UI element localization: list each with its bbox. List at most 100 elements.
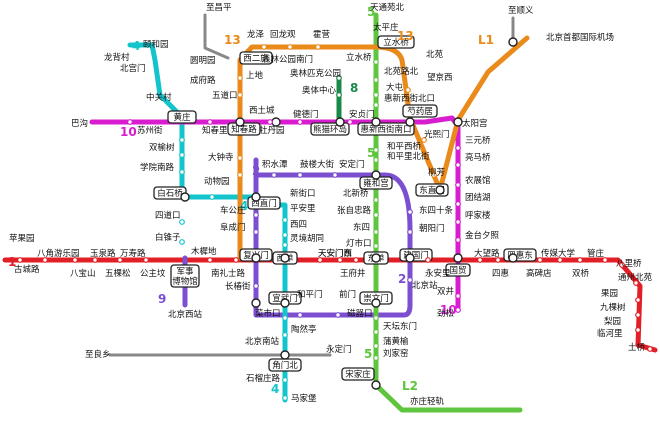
transfer-station[interactable]: 国贸 <box>445 263 471 277</box>
station-dot[interactable] <box>495 257 501 263</box>
station-dot[interactable] <box>373 59 379 65</box>
station-dot[interactable] <box>253 229 259 235</box>
station-dot[interactable] <box>72 257 78 263</box>
station-dot[interactable] <box>332 172 338 178</box>
station-dot[interactable] <box>373 102 379 108</box>
station-dot[interactable] <box>317 257 323 263</box>
transfer-station[interactable]: 立水桥 <box>377 35 415 49</box>
station-dot[interactable] <box>261 44 267 50</box>
station-dot[interactable] <box>179 219 185 225</box>
station-dot[interactable] <box>297 312 303 318</box>
station-dot[interactable] <box>282 242 288 248</box>
station-dot[interactable] <box>455 237 461 243</box>
interchange-dot[interactable] <box>251 298 261 308</box>
station-dot[interactable] <box>373 212 379 218</box>
station-dot[interactable] <box>633 280 639 286</box>
station-dot[interactable] <box>337 257 343 263</box>
interchange-dot[interactable] <box>405 253 415 263</box>
transfer-station[interactable]: 角门北 <box>268 358 302 372</box>
station-dot[interactable] <box>477 257 483 263</box>
station-dot[interactable] <box>373 243 379 249</box>
interchange-dot[interactable] <box>435 185 445 195</box>
interchange-dot[interactable] <box>280 253 290 263</box>
station-dot[interactable] <box>179 169 185 175</box>
station-dot[interactable] <box>282 315 288 321</box>
interchange-dot[interactable] <box>508 37 518 47</box>
station-dot[interactable] <box>143 257 149 263</box>
station-dot[interactable] <box>373 343 379 349</box>
station-dot[interactable] <box>373 229 379 235</box>
station-dot[interactable] <box>373 197 379 203</box>
station-dot[interactable] <box>282 217 288 223</box>
station-dot[interactable] <box>207 257 213 263</box>
station-dot[interactable] <box>282 377 288 383</box>
transfer-station[interactable]: 知春路 <box>227 122 261 136</box>
interchange-dot[interactable] <box>271 117 281 127</box>
station-dot[interactable] <box>297 119 303 125</box>
station-dot[interactable] <box>455 293 461 299</box>
station-dot[interactable] <box>373 315 379 321</box>
station-dot[interactable] <box>287 44 293 50</box>
station-dot[interactable] <box>455 182 461 188</box>
station-dot[interactable] <box>271 172 277 178</box>
station-dot[interactable] <box>237 92 243 98</box>
station-dot[interactable] <box>353 257 359 263</box>
station-dot[interactable] <box>537 257 543 263</box>
station-dot[interactable] <box>347 119 353 125</box>
station-dot[interactable] <box>233 257 239 263</box>
station-dot[interactable] <box>635 312 641 318</box>
interchange-dot[interactable] <box>251 253 261 263</box>
interchange-dot[interactable] <box>371 117 381 127</box>
station-dot[interactable] <box>335 312 341 318</box>
interchange-dot[interactable] <box>453 117 463 127</box>
station-dot[interactable] <box>282 332 288 338</box>
station-dot[interactable] <box>237 75 243 81</box>
station-dot[interactable] <box>373 92 379 98</box>
interchange-dot[interactable] <box>335 117 345 127</box>
station-dot[interactable] <box>455 219 461 225</box>
station-dot[interactable] <box>619 262 625 268</box>
station-dot[interactable] <box>253 283 259 289</box>
station-dot[interactable] <box>455 145 461 151</box>
interchange-dot[interactable] <box>405 117 415 127</box>
interchange-dot[interactable] <box>453 253 463 263</box>
station-dot[interactable] <box>401 67 407 73</box>
station-dot[interactable] <box>577 257 583 263</box>
station-dot[interactable] <box>425 257 431 263</box>
station-dot[interactable] <box>209 194 215 200</box>
station-dot[interactable] <box>297 172 303 178</box>
transfer-station[interactable]: 黄庄 <box>167 110 197 124</box>
station-dot[interactable] <box>602 257 608 263</box>
station-dot[interactable] <box>647 346 653 352</box>
station-dot[interactable] <box>407 277 413 283</box>
transfer-station[interactable]: 宋家庄 <box>341 367 375 381</box>
interchange-dot[interactable] <box>371 380 381 390</box>
interchange-dot[interactable] <box>180 192 190 202</box>
station-dot[interactable] <box>253 212 259 218</box>
station-dot[interactable] <box>431 172 437 178</box>
transfer-station[interactable]: 芍药居 <box>402 104 438 118</box>
interchange-dot[interactable] <box>371 253 381 263</box>
station-dot[interactable] <box>237 155 243 161</box>
interchange-dot[interactable] <box>251 192 261 202</box>
station-dot[interactable] <box>42 257 48 263</box>
station-dot[interactable] <box>92 257 98 263</box>
interchange-dot[interactable] <box>280 298 290 308</box>
interchange-dot[interactable] <box>235 117 245 127</box>
interchange-dot[interactable] <box>280 350 290 360</box>
station-dot[interactable] <box>267 119 273 125</box>
station-dot[interactable] <box>117 257 123 263</box>
station-dot[interactable] <box>336 92 342 98</box>
station-dot[interactable] <box>557 257 563 263</box>
transfer-station[interactable]: 西二旗 <box>239 51 273 65</box>
interchange-dot[interactable] <box>371 298 381 308</box>
station-dot[interactable] <box>336 75 342 81</box>
station-dot[interactable] <box>282 395 288 401</box>
interchange-dot[interactable] <box>371 170 381 180</box>
interchange-dot[interactable] <box>508 253 518 263</box>
station-dot[interactable] <box>455 162 461 168</box>
station-dot[interactable] <box>373 77 379 83</box>
station-dot[interactable] <box>237 172 243 178</box>
station-dot[interactable] <box>635 327 641 333</box>
